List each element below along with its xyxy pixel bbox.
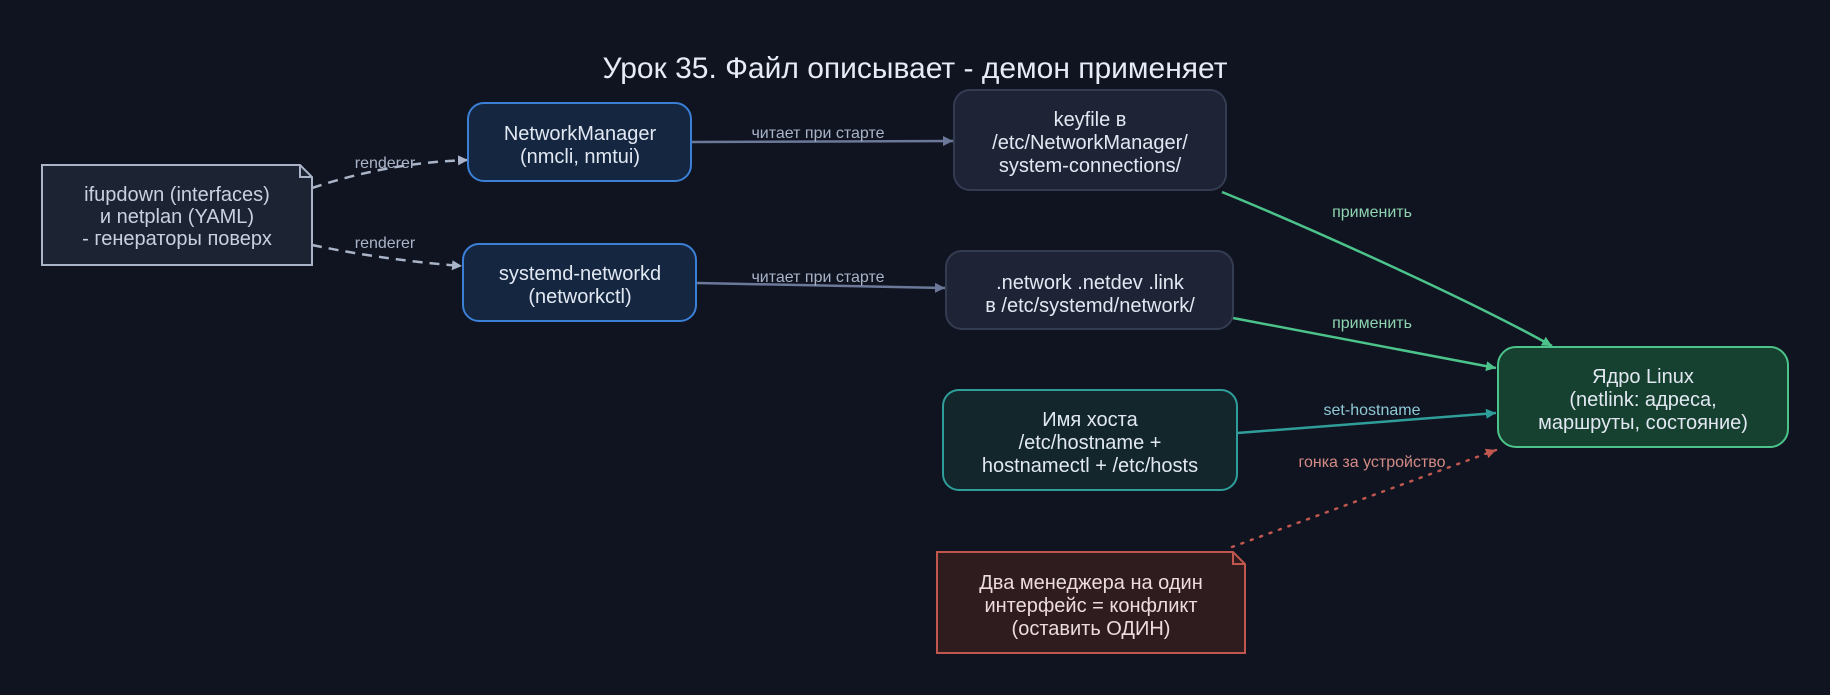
diagram-title: Урок 35. Файл описывает - демон применяе…	[603, 52, 1228, 85]
edge-networkd-reads-files: читает при старте	[696, 269, 946, 293]
node-hostname: Имя хоста /etc/hostname + hostnamectl + …	[942, 389, 1238, 491]
node-keyfile-line-1: keyfile в	[1054, 109, 1127, 131]
node-keyfile: keyfile в /etc/NetworkManager/ system-co…	[953, 89, 1227, 191]
edge-renderer-networkd: renderer	[311, 235, 463, 271]
edge-label-nm-reads: читает при старте	[751, 125, 884, 142]
node-networkfiles-line-1: .network .netdev .link	[996, 272, 1185, 294]
node-networkd-line-2: (networkctl)	[528, 286, 631, 308]
node-networkmanager-line-2: (nmcli, nmtui)	[520, 146, 640, 168]
node-generators-line-2: и netplan (YAML)	[100, 206, 254, 228]
node-generators: ifupdown (interfaces) и netplan (YAML) -…	[41, 164, 313, 266]
node-kernel-line-2: (netlink: адреса,	[1569, 389, 1716, 411]
node-networkd-line-1: systemd-networkd	[499, 263, 661, 285]
node-networkmanager: NetworkManager (nmcli, nmtui)	[467, 102, 692, 182]
node-conflict-line-1: Два менеджера на один	[979, 572, 1203, 594]
edge-label-apply-network: применить	[1332, 315, 1412, 332]
node-generators-line-3: - генераторы поверх	[82, 228, 272, 250]
node-networkfiles-line-2: в /etc/systemd/network/	[985, 295, 1195, 317]
node-systemd-networkd: systemd-networkd (networkctl)	[462, 243, 697, 322]
edge-apply-network: применить	[1232, 315, 1497, 372]
node-generators-line-1: ifupdown (interfaces)	[84, 184, 270, 206]
node-network-files: .network .netdev .link в /etc/systemd/ne…	[945, 250, 1234, 330]
edge-renderer-networkmanager: renderer	[311, 155, 469, 190]
node-hostname-line-1: Имя хоста	[1042, 409, 1138, 431]
edge-label-renderer-networkd: renderer	[355, 235, 416, 252]
edge-set-hostname: set-hostname	[1236, 402, 1497, 435]
edge-label-apply-keyfile: применить	[1332, 204, 1412, 221]
node-conflict-note: Два менеджера на один интерфейс = конфли…	[936, 551, 1246, 654]
node-kernel-line-1: Ядро Linux	[1592, 366, 1694, 388]
node-networkmanager-line-1: NetworkManager	[504, 123, 657, 145]
node-hostname-line-3: hostnamectl + /etc/hosts	[982, 455, 1198, 477]
node-hostname-line-2: /etc/hostname +	[1019, 432, 1162, 454]
edge-label-renderer-nm: renderer	[355, 155, 416, 172]
node-keyfile-line-2: /etc/NetworkManager/	[992, 132, 1188, 154]
node-linux-kernel: Ядро Linux (netlink: адреса, маршруты, с…	[1497, 346, 1789, 448]
edge-race-for-device: гонка за устройство	[1230, 448, 1498, 549]
node-conflict-line-2: интерфейс = конфликт	[984, 595, 1197, 617]
node-kernel-line-3: маршруты, состояние)	[1538, 412, 1748, 434]
node-conflict-line-3: (оставить ОДИН)	[1012, 618, 1171, 640]
edge-nm-reads-keyfile: читает при старте	[691, 125, 954, 147]
edge-label-networkd-reads: читает при старте	[751, 269, 884, 286]
node-keyfile-line-3: system-connections/	[999, 155, 1182, 177]
edge-apply-keyfile: применить	[1221, 190, 1553, 348]
edge-label-set-hostname: set-hostname	[1324, 402, 1421, 419]
edge-label-race: гонка за устройство	[1298, 454, 1445, 471]
